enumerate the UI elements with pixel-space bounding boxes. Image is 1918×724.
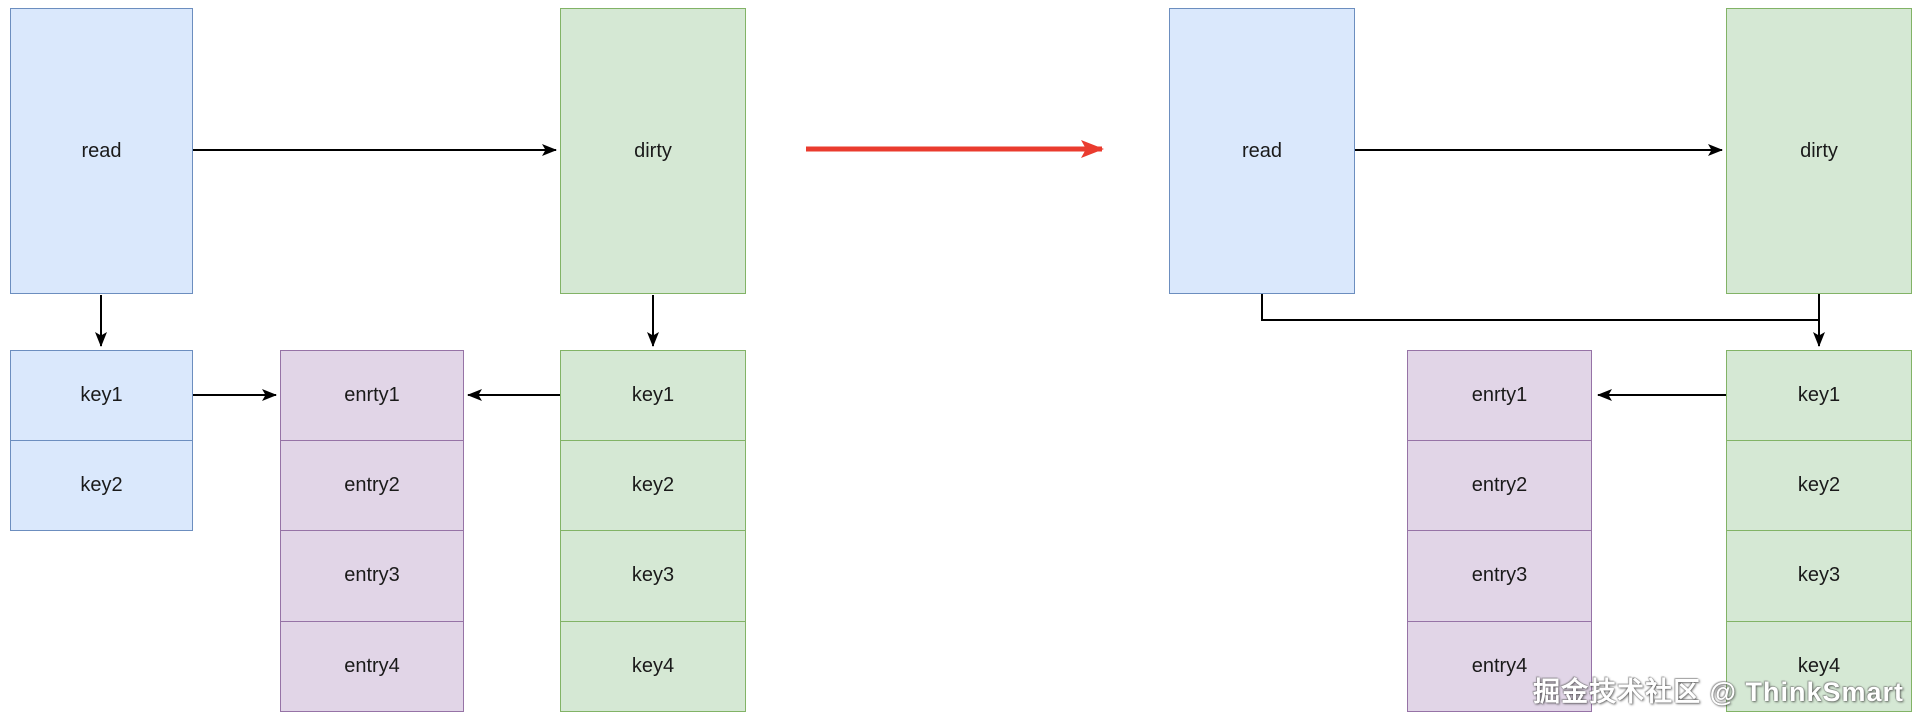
- right-read-map: read: [1169, 8, 1355, 294]
- left-dirty-keys: key1 key2 key3 key4: [560, 350, 746, 712]
- left-dirty-keys-cell-key1: key1: [560, 350, 746, 441]
- left-read-keys-cell-key1: key1: [10, 350, 193, 441]
- right-entries-cell-entry2-label: entry2: [1471, 473, 1528, 496]
- left-dirty-keys-cell-key4-label: key4: [631, 654, 675, 677]
- right-dirty-keys-cell-key3: key3: [1726, 531, 1912, 622]
- right-dirty-keys-cell-key2-label: key2: [1797, 473, 1841, 496]
- right-dirty-keys-cell-key4: key4: [1726, 621, 1912, 712]
- left-read-map-label: read: [81, 139, 122, 162]
- right-dirty-keys-cell-key2: key2: [1726, 440, 1912, 531]
- left-dirty-keys-cell-key2: key2: [560, 440, 746, 531]
- left-dirty-map-label: dirty: [634, 139, 672, 162]
- right-entries-cell-entry4-label: entry4: [1471, 654, 1528, 677]
- right-dirty-map-label: dirty: [1800, 139, 1838, 162]
- left-read-keys: key1 key2: [10, 350, 193, 531]
- right-entries-cell-enrty1-label: enrty1: [1471, 383, 1528, 406]
- right-entries-cell-entry4: entry4: [1407, 621, 1592, 712]
- right-entries-cell-entry3-label: entry3: [1471, 564, 1528, 587]
- left-entries-cell-entry3-label: entry3: [344, 564, 400, 587]
- right-dirty-keys-cell-key4-label: key4: [1797, 654, 1841, 677]
- left-entries: enrty1 entry2 entry3 entry4: [280, 350, 464, 712]
- left-entries-cell-enrty1-label: enrty1: [344, 383, 400, 406]
- left-read-keys-cell-key2-label: key2: [80, 473, 123, 496]
- left-dirty-map: dirty: [560, 8, 746, 294]
- left-dirty-keys-cell-key2-label: key2: [631, 473, 675, 496]
- right-entries-cell-entry2: entry2: [1407, 440, 1592, 531]
- right-read-elbow-to-key1-arrow: [1261, 294, 1819, 321]
- right-dirty-keys: key1 key2 key3 key4: [1726, 350, 1912, 712]
- right-entries-cell-enrty1: enrty1: [1407, 350, 1592, 441]
- right-entries-cell-entry3: entry3: [1407, 531, 1592, 622]
- left-entries-cell-entry4-label: entry4: [344, 654, 400, 677]
- left-dirty-keys-cell-key1-label: key1: [631, 383, 675, 406]
- left-read-keys-cell-key2: key2: [10, 440, 193, 531]
- left-entries-cell-entry2-label: entry2: [344, 473, 400, 496]
- left-dirty-keys-cell-key3-label: key3: [631, 564, 675, 587]
- left-entries-cell-entry2: entry2: [280, 440, 464, 531]
- right-dirty-map: dirty: [1726, 8, 1912, 294]
- right-dirty-keys-cell-key3-label: key3: [1797, 564, 1841, 587]
- right-read-map-label: read: [1241, 139, 1283, 162]
- left-dirty-keys-cell-key4: key4: [560, 621, 746, 712]
- left-read-keys-cell-key1-label: key1: [80, 383, 123, 406]
- right-entries: enrty1 entry2 entry3 entry4: [1407, 350, 1592, 712]
- left-read-map: read: [10, 8, 193, 294]
- right-dirty-keys-cell-key1: key1: [1726, 350, 1912, 441]
- left-entries-cell-entry3: entry3: [280, 531, 464, 622]
- left-dirty-keys-cell-key3: key3: [560, 531, 746, 622]
- left-entries-cell-entry4: entry4: [280, 621, 464, 712]
- right-dirty-keys-cell-key1-label: key1: [1797, 383, 1841, 406]
- left-entries-cell-enrty1: enrty1: [280, 350, 464, 441]
- watermark: 掘金技术社区 @ ThinkSmart: [1533, 677, 1904, 707]
